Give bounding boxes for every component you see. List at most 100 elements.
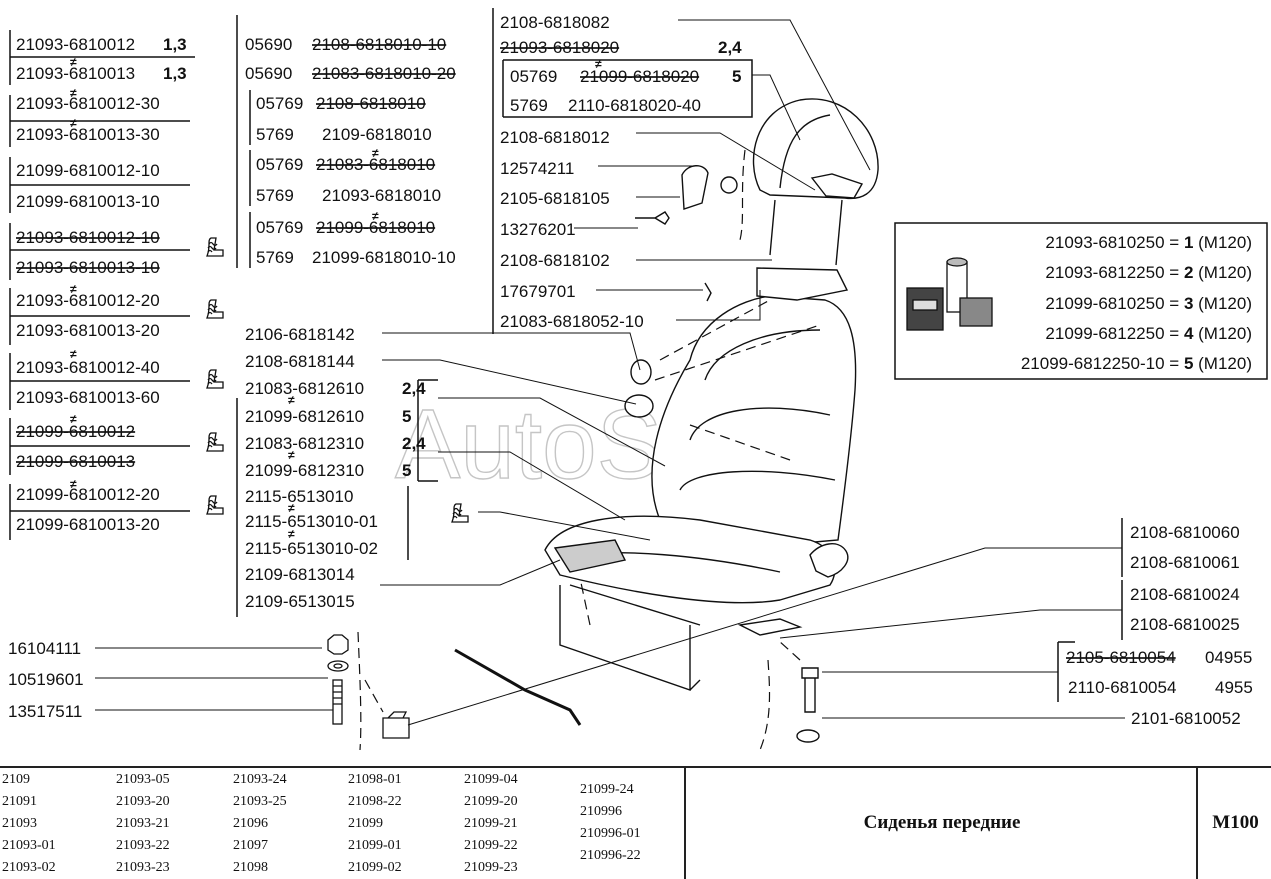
seat-bolt-icon <box>801 667 819 713</box>
svg-text:≠: ≠ <box>372 146 379 160</box>
ne-mark: ≠ <box>70 116 77 130</box>
left-column <box>9 30 195 540</box>
model-code: 21099-21 <box>464 816 518 831</box>
part-label: 2110-6818020-40 <box>568 96 701 115</box>
model-code: 21093-24 <box>233 772 287 787</box>
kit-icon <box>906 257 993 331</box>
kits-list: 21093-6810250 = 1 (М120) 21093-6812250 =… <box>1021 233 1252 373</box>
ne-mark: ≠ <box>70 55 77 69</box>
heated-seat-icon <box>206 495 224 515</box>
part-label: 21093-6810012-30 <box>16 94 160 113</box>
ne-mark: ≠ <box>70 347 77 361</box>
svg-text:4955: 4955 <box>1215 678 1253 697</box>
model-code: 210996 <box>580 804 622 819</box>
svg-text:≠: ≠ <box>595 57 602 71</box>
model-code: 21099 <box>348 816 383 831</box>
recline-lever <box>809 543 849 578</box>
part-label: 2108-6810061 <box>1130 553 1240 572</box>
part-label: 13276201 <box>500 220 576 239</box>
part-label: 21093-6810012-40 <box>16 358 160 377</box>
part-label: 21093-6810013-10 <box>16 258 160 277</box>
model-code: 21093-20 <box>116 794 170 809</box>
bushing-icon <box>681 165 709 210</box>
svg-text:05769: 05769 <box>256 94 303 113</box>
model-code: 21093-25 <box>233 794 287 809</box>
model-code: 21099-23 <box>464 860 518 875</box>
nut-icon <box>327 634 349 655</box>
part-label: 21099-6812610 <box>245 407 364 426</box>
svg-text:5769: 5769 <box>256 248 294 267</box>
applicability-mark: 1,3 <box>163 35 187 54</box>
middle-labels: 2106-6818142 2108-6818144 21083-6812610 … <box>245 325 426 611</box>
model-code: 21099-02 <box>348 860 402 875</box>
svg-text:≠: ≠ <box>288 393 295 407</box>
part-label: 21093-6818020 <box>500 38 619 57</box>
part-label: 2108-6818012 <box>500 128 610 147</box>
part-label: 21099-6818010-10 <box>312 248 456 267</box>
right-labels: 2108-6810060 2108-6810061 2108-6810024 2… <box>1066 523 1253 728</box>
part-label: 2109-6513015 <box>245 592 355 611</box>
model-code: 21098 <box>233 860 268 875</box>
part-label: 21099-6810012-20 <box>16 485 160 504</box>
model-code: 21093-02 <box>2 860 56 875</box>
svg-text:5769: 5769 <box>510 96 548 115</box>
heated-seat-icon <box>451 503 469 523</box>
svg-text:5: 5 <box>402 461 411 480</box>
part-label: 21093-6810012-10 <box>16 228 160 247</box>
part-label: 16104111 <box>8 639 81 658</box>
part-label: 2109-6813014 <box>245 565 355 584</box>
part-label: 21083-6818010-20 <box>312 64 456 83</box>
model-code: 210996-22 <box>580 848 641 863</box>
part-label: 2101-6810052 <box>1131 709 1241 728</box>
part-label: 2115-6513010 <box>245 487 353 506</box>
svg-text:≠: ≠ <box>288 501 295 515</box>
svg-text:5: 5 <box>402 407 411 426</box>
seat-backrest <box>651 295 857 546</box>
model-code: 210996-01 <box>580 826 641 841</box>
headrest-labels: 2108-6818082 21093-6818020 2,4 05769 210… <box>500 13 742 331</box>
model-code: 21099-22 <box>464 838 518 853</box>
svg-text:5: 5 <box>732 67 741 86</box>
title-block: 2109 21091 21093 21093-01 21093-02 21093… <box>0 766 1271 879</box>
headrest-brackets <box>492 8 753 334</box>
model-code: 21093-05 <box>116 772 170 787</box>
model-code: 2109 <box>2 772 30 787</box>
ne-mark: ≠ <box>70 477 77 491</box>
svg-text:2,4: 2,4 <box>718 38 742 57</box>
part-label: 2108-6810025 <box>1130 615 1240 634</box>
part-label: 10519601 <box>8 670 84 689</box>
part-label: 21093-6810012 <box>16 35 135 54</box>
part-label: 21099-6810013-20 <box>16 515 160 534</box>
fastener-drawings <box>327 634 410 739</box>
kit-row: 21099-6810250 = 3 (М120) <box>1045 294 1252 313</box>
heated-seat-icon <box>206 299 224 319</box>
model-code: 21093-01 <box>2 838 56 853</box>
part-label: 2108-6810024 <box>1130 585 1240 604</box>
part-label: 21099-6818020 <box>580 67 699 86</box>
part-label: 2108-6818010 <box>316 94 426 113</box>
part-label: 2108-6818010-10 <box>312 35 446 54</box>
seat-back-brackets <box>236 15 251 268</box>
seat-back-labels: 05690 2108-6818010-10 05690 21083-681801… <box>245 35 456 267</box>
plug-icon <box>630 359 652 385</box>
knob-icon <box>624 394 654 418</box>
part-label: 12574211 <box>500 159 574 178</box>
part-label: 21099-6812310 <box>245 461 364 480</box>
part-label: 21083-6818052-10 <box>500 312 644 331</box>
part-label: 2115-6513010-01 <box>245 512 378 531</box>
heated-seat-icons <box>206 237 469 523</box>
part-label: 21083-6812610 <box>245 379 364 398</box>
part-label: 21093-6818010 <box>322 186 441 205</box>
kit-row: 21099-6812250 = 4 (М120) <box>1045 324 1252 343</box>
part-label: 2105-6810054 <box>1066 648 1176 667</box>
part-label: 21099-6810012 <box>16 422 135 441</box>
part-label: 2108-6818144 <box>245 352 355 371</box>
model-code: 21099-04 <box>464 772 518 787</box>
kit-row: 21099-6812250-10 = 5 (М120) <box>1021 354 1252 373</box>
headrest <box>752 98 879 200</box>
svg-text:5769: 5769 <box>256 186 294 205</box>
svg-text:04955: 04955 <box>1205 648 1252 667</box>
seat-frame <box>559 584 701 691</box>
part-label: 21099-6818010 <box>316 218 435 237</box>
cover-panel <box>756 267 849 301</box>
